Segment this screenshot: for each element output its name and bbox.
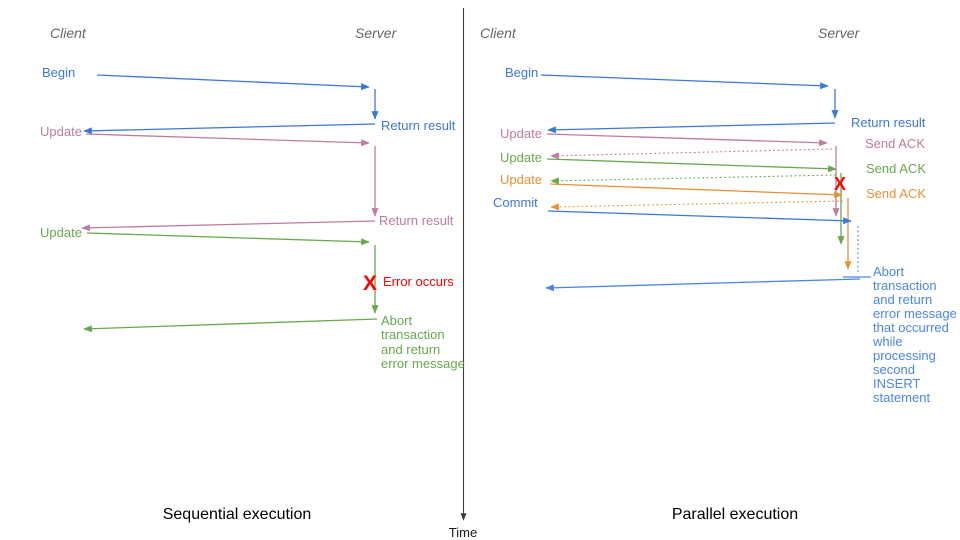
left-diagram-title: Sequential execution bbox=[163, 506, 312, 523]
left-begin-arrow bbox=[96, 74, 370, 91]
right-return-result-arrow bbox=[547, 122, 836, 134]
right-send-ack-2-arrow bbox=[550, 174, 837, 185]
right-begin-arrow bbox=[540, 74, 829, 90]
right-begin-label: Begin bbox=[505, 65, 538, 80]
right-commit-arrow bbox=[547, 210, 852, 225]
right-send-ack-1-arrow bbox=[550, 148, 833, 160]
right-update-3-arrow bbox=[549, 183, 843, 199]
right-diagram-title: Parallel execution bbox=[672, 506, 798, 523]
right-return-result-label: Return result bbox=[851, 115, 926, 130]
right-send-ack-1-label: Send ACK bbox=[865, 136, 925, 151]
right-update-1-arrow bbox=[546, 133, 828, 147]
left-update-1-label: Update bbox=[40, 124, 82, 139]
right-client-header: Client bbox=[480, 25, 517, 41]
left-server-header: Server bbox=[355, 25, 398, 41]
right-update-3-label: Update bbox=[500, 172, 542, 187]
right-abort-text-line: Abort bbox=[873, 264, 904, 279]
time-axis: Time bbox=[449, 8, 477, 540]
left-begin-label: Begin bbox=[42, 65, 75, 80]
left-update-1-arrow bbox=[85, 133, 370, 147]
right-error-x-icon: X bbox=[834, 174, 846, 194]
left-error-occurs-label: Error occurs bbox=[383, 274, 454, 289]
right-send-ack-3-arrow bbox=[550, 200, 844, 211]
sequential-diagram: Client Server Begin Return result Update… bbox=[40, 25, 465, 523]
right-commit-label: Commit bbox=[493, 195, 538, 210]
right-update-2-label: Update bbox=[500, 150, 542, 165]
left-update-2-label: Update bbox=[40, 225, 82, 240]
right-send-ack-2-label: Send ACK bbox=[866, 161, 926, 176]
right-abort-text-line: INSERT bbox=[873, 376, 920, 391]
time-axis-label: Time bbox=[449, 525, 477, 540]
right-abort-text-line: second bbox=[873, 362, 915, 377]
parallel-diagram: Client Server Begin Return result Update… bbox=[480, 25, 957, 523]
left-error-x-icon: X bbox=[363, 272, 377, 295]
right-update-2-arrow bbox=[546, 158, 837, 173]
left-return-result-2-label: Return result bbox=[379, 213, 454, 228]
left-abort-return-arrow bbox=[83, 318, 378, 333]
right-server-header: Server bbox=[818, 25, 861, 41]
left-return-result-2-arrow bbox=[81, 220, 376, 232]
left-abort-text-line: Abort bbox=[381, 313, 412, 328]
left-return-result-1-label: Return result bbox=[381, 118, 456, 133]
left-update-2-arrow bbox=[86, 232, 370, 246]
right-abort-return-arrow bbox=[545, 278, 861, 292]
left-abort-text-line: error message bbox=[381, 356, 465, 371]
right-abort-text-line: processing bbox=[873, 348, 936, 363]
right-abort-text-line: statement bbox=[873, 390, 930, 405]
right-send-ack-3-label: Send ACK bbox=[866, 186, 926, 201]
left-abort-text-line: and return bbox=[381, 342, 440, 357]
right-abort-text-line: while bbox=[872, 334, 903, 349]
right-abort-text-line: error message bbox=[873, 306, 957, 321]
right-update-1-label: Update bbox=[500, 126, 542, 141]
left-abort-text-line: transaction bbox=[381, 327, 445, 342]
left-client-header: Client bbox=[50, 25, 87, 41]
right-abort-text-line: that occurred bbox=[873, 320, 949, 335]
right-abort-text-line: transaction bbox=[873, 278, 937, 293]
right-abort-text-line: and return bbox=[873, 292, 932, 307]
left-return-result-1-arrow bbox=[83, 123, 376, 135]
